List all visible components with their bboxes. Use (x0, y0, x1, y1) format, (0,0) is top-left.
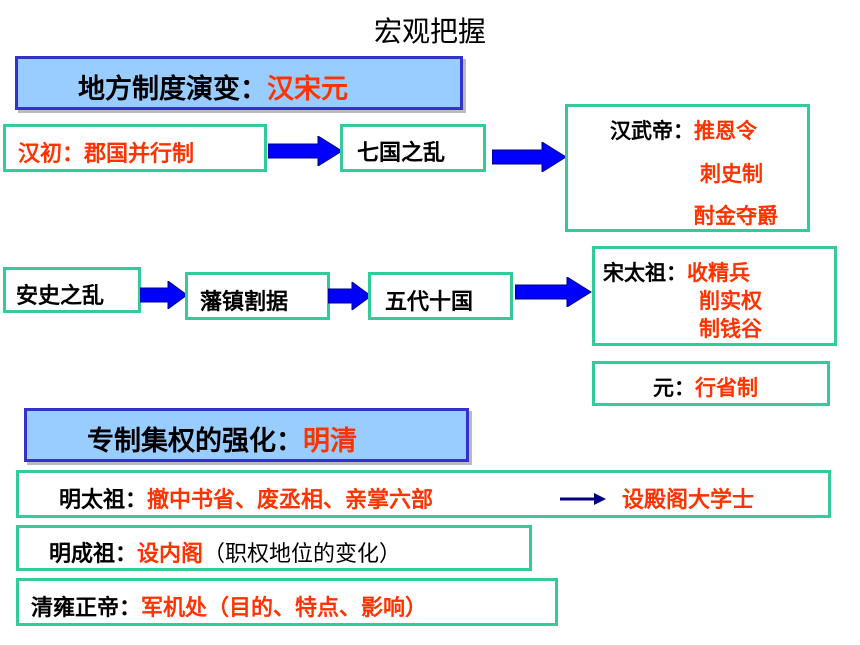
han-wudi-name: 汉武帝： (610, 119, 694, 143)
yuan-name: 元： (653, 376, 695, 400)
arrow-right-icon (492, 142, 567, 172)
han-wudi-item: 酎金夺爵 (694, 204, 778, 228)
box-anshi-rebellion: 安史之乱 (3, 267, 141, 313)
arrow-right-icon (328, 282, 372, 310)
box-fanzhen: 藩镇割据 (185, 272, 330, 320)
five-dynasties-text: 五代十国 (385, 290, 474, 315)
box-han-early: 汉初：郡国并行制 (3, 124, 267, 172)
song-taizu-name: 宋太祖： (603, 261, 687, 285)
ming-chengzu-name: 明成祖： (49, 542, 138, 567)
ming-taizu-text: 撤中书省、废丞相、亲掌六部 (147, 488, 434, 513)
box-han-wudi: 汉武帝：推恩令 刺史制 酎金夺爵 (565, 104, 810, 232)
box-ming-chengzu: 明成祖：设内阁（职权地位的变化） (16, 525, 532, 571)
section-header-highlight: 明清 (303, 426, 357, 457)
qing-yongzheng-name: 清雍正帝： (31, 596, 142, 621)
song-taizu-item: 收精兵 (687, 261, 750, 285)
arrow-right-icon (515, 277, 592, 307)
han-wudi-item: 刺史制 (700, 162, 763, 186)
han-wudi-item: 推恩令 (694, 119, 757, 143)
box-ming-taizu: 明太祖：撤中书省、废丞相、亲掌六部 设殿阁大学士 (16, 470, 831, 518)
section-header-local-system: 地方制度演变：汉宋元 (15, 56, 463, 110)
han-early-text: 郡国并行制 (84, 142, 195, 167)
ming-taizu-name: 明太祖： (59, 488, 148, 513)
box-five-dynasties: 五代十国 (368, 272, 513, 320)
box-yuan: 元：行省制 (592, 361, 830, 406)
arrow-right-icon (560, 493, 606, 505)
arrow-right-icon (268, 136, 343, 166)
ming-chengzu-note: （职权地位的变化） (203, 542, 402, 567)
section-header-highlight: 汉宋元 (267, 74, 348, 105)
section-header-centralization: 专制集权的强化：明清 (24, 408, 469, 462)
fanzhen-text: 藩镇割据 (200, 290, 289, 315)
seven-states-text: 七国之乱 (357, 141, 446, 166)
ming-chengzu-text: 设内阁 (137, 542, 204, 567)
section-header-label: 地方制度演变： (78, 74, 267, 105)
yuan-text: 行省制 (695, 376, 758, 400)
section-header-label: 专制集权的强化： (87, 426, 303, 457)
box-seven-states-rebellion: 七国之乱 (340, 124, 486, 172)
anshi-text: 安史之乱 (16, 284, 105, 309)
song-taizu-item: 削实权 (699, 289, 762, 313)
qing-yongzheng-text: 军机处（目的、特点、影响） (141, 596, 428, 621)
han-early-prefix: 汉初： (18, 142, 85, 167)
ming-taizu-result: 设殿阁大学士 (622, 488, 755, 513)
song-taizu-item: 制钱谷 (699, 317, 762, 341)
box-qing-yongzheng: 清雍正帝：军机处（目的、特点、影响） (16, 578, 558, 626)
page-title: 宏观把握 (373, 15, 486, 48)
box-song-taizu: 宋太祖：收精兵 削实权 制钱谷 (592, 246, 837, 346)
arrow-right-icon (140, 281, 188, 309)
